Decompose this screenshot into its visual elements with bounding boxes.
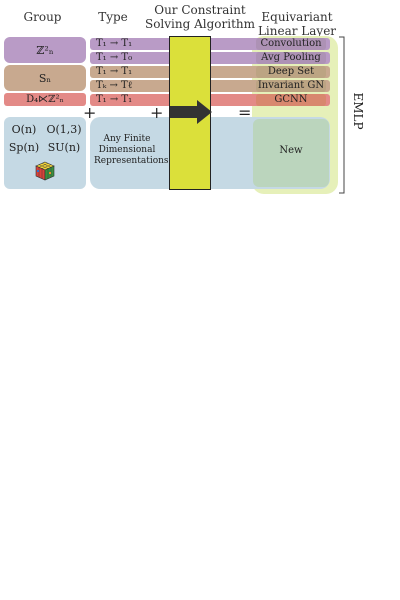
group-z2 [4,37,86,63]
header-algorithm-line1: Our Constraint [154,3,246,17]
group-sn-label: Sₙ [38,72,52,85]
header-layer-line1: Equivariant [261,10,333,24]
any-representations-label: Any Finite Dimensional Representations [94,134,169,166]
group-dz-label: D₄⋉ℤ²ₙ [26,94,64,105]
header-type: Type [98,10,128,24]
layer-gcnn: GCNN [256,94,326,106]
header-algorithm-line2: Solving Algorithm [144,17,256,31]
arrow-icon [170,100,212,124]
layer-avg-pooling: Avg Pooling [256,52,326,64]
layer-invariant-gn: Invariant GN [256,80,326,92]
group-sn [4,65,86,91]
equals-operator: = [238,103,252,122]
row-type: T₁ → T₁ [96,66,133,77]
group-o-1-3: O(1,3) [46,123,82,136]
group-z2-label: ℤ²ₙ [36,44,54,57]
group-su-n: SU(n) [47,141,81,154]
group-o-n: O(n) [11,123,37,136]
layer-convolution: Convolution [256,38,326,50]
plus-operator: + [150,103,164,122]
header-layer: Equivariant Linear Layer [252,10,342,38]
layer-deep-set: Deep Set [256,66,326,78]
header-algorithm: Our Constraint Solving Algorithm [140,3,260,31]
row-type: Tₖ → Tℓ [96,80,133,91]
row-type: T₁ → T₀ [96,52,133,63]
plus-operator: + [83,103,97,122]
row-type: T₁ → T₁ [96,94,133,105]
rubiks-cube-icon [35,161,55,181]
header-layer-line2: Linear Layer [257,24,337,38]
new-layer-label: New [279,145,303,156]
emlp-bracket [339,36,345,194]
group-dz [4,93,86,106]
row-type: T₁ → T₁ [96,38,133,49]
header-group: Group [23,10,62,24]
new-layer-box [253,119,329,187]
group-sp-n: Sp(n) [8,141,40,154]
emlp-label: EMLP [351,92,365,130]
